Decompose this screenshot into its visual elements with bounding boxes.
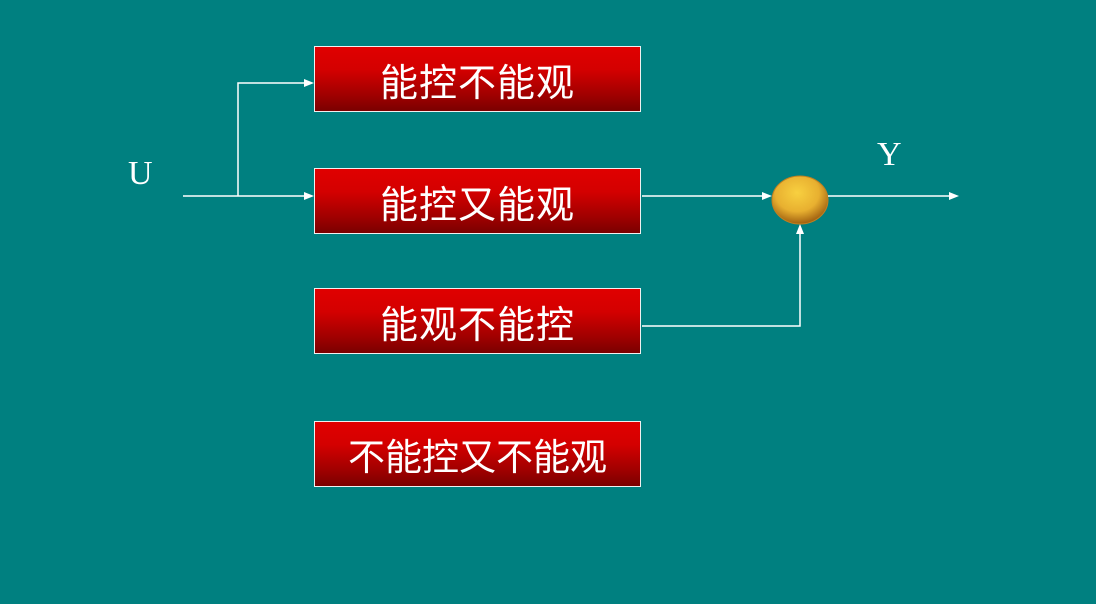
arrowhead-to-controllable-observable (304, 192, 314, 200)
block-observable-uncontrollable: 能观不能控 (314, 288, 641, 354)
summing-node (771, 175, 829, 225)
input-signal-label: U (128, 155, 153, 192)
arrowhead-to-sum-bottom (796, 224, 804, 234)
block-controllable-observable: 能控又能观 (314, 168, 641, 234)
block-controllable-unobservable: 能控不能观 (314, 46, 641, 112)
arrowhead-to-sum-left (762, 192, 772, 200)
output-arrowhead (949, 192, 959, 200)
block-uncontrollable-unobservable: 不能控又不能观 (314, 421, 641, 487)
branch-line-to-controllable-unobservable (237, 82, 306, 196)
line-observable-uncontrollable-to-sum (642, 233, 801, 327)
output-signal-label: Y (877, 136, 902, 173)
arrowhead-to-controllable-unobservable (304, 79, 314, 87)
